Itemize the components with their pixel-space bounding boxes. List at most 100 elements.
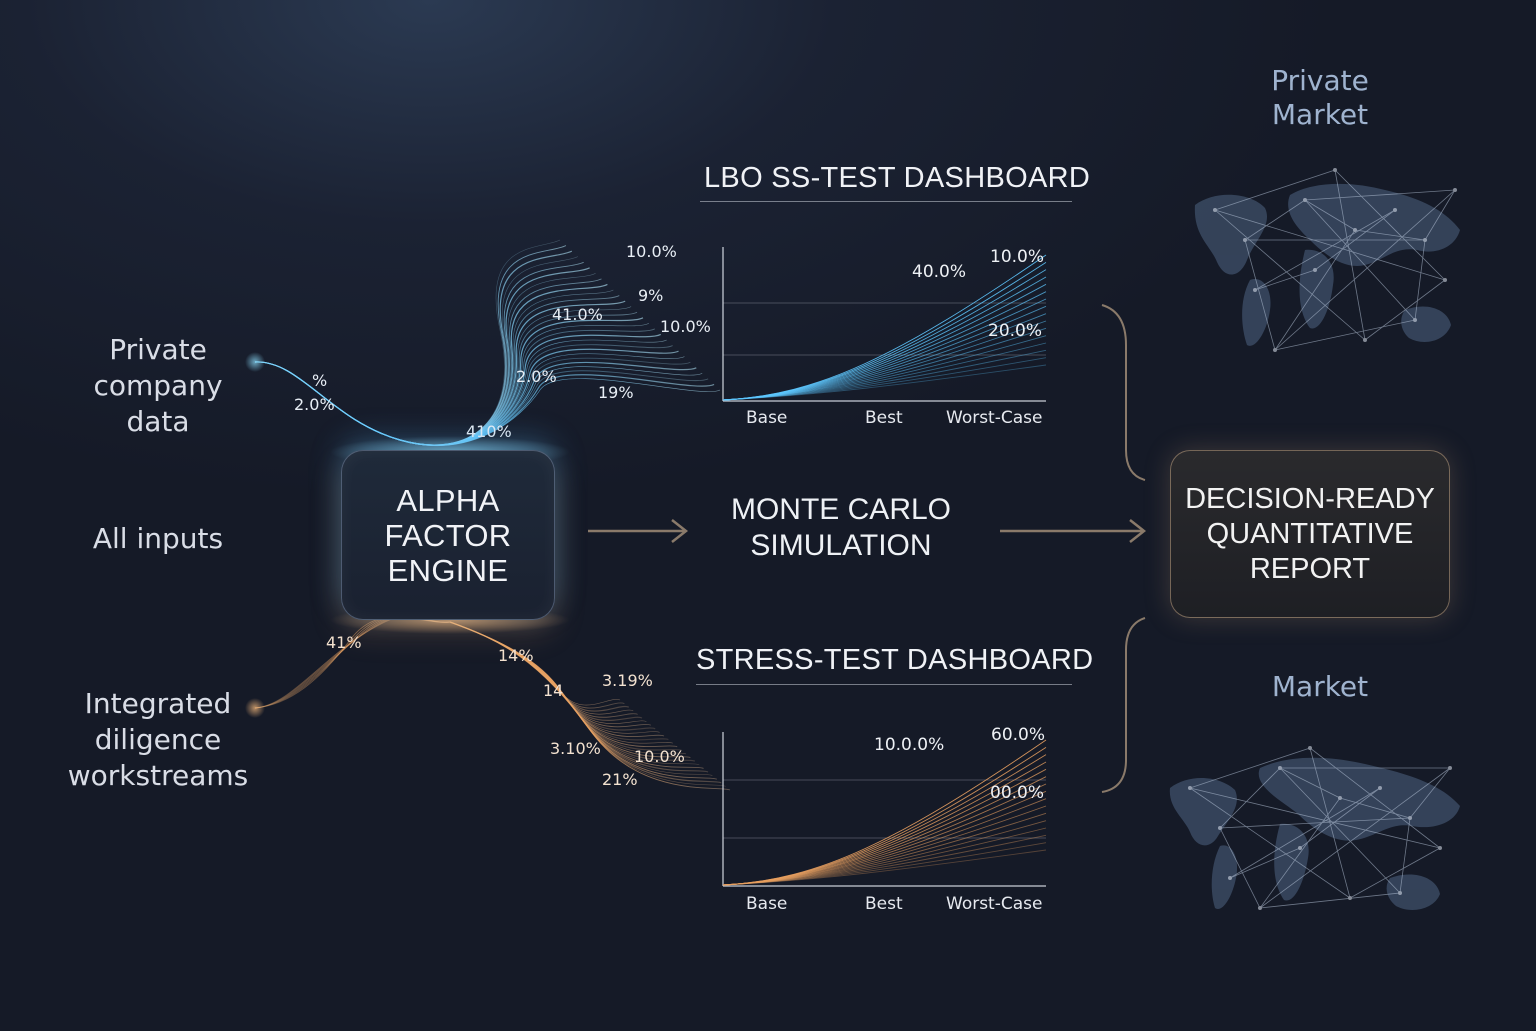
network-node xyxy=(1243,238,1247,242)
network-link xyxy=(1214,209,1366,341)
monte-carlo-simulation-label: MONTE CARLO SIMULATION xyxy=(730,493,952,562)
input-integrated-diligence: Integrated diligence workstreams xyxy=(67,687,249,792)
input-private-company-data: Private company data xyxy=(93,333,223,438)
network-link xyxy=(1259,767,1451,909)
network-link xyxy=(1309,747,1441,849)
network-node xyxy=(1398,891,1402,895)
lbo-title-rule xyxy=(700,201,1072,202)
network-node xyxy=(1353,228,1357,232)
stream-label: 3.19% xyxy=(602,671,653,690)
stream-label: 10.0% xyxy=(634,747,685,766)
trajectory-line xyxy=(722,812,1047,886)
stress-x-label-best: Best xyxy=(865,894,903,914)
network-link xyxy=(1219,817,1411,829)
stream-label: 14% xyxy=(498,646,534,665)
network-node xyxy=(1363,338,1367,342)
blue-fiber xyxy=(254,261,584,446)
stress-annotation: 10.0.0% xyxy=(874,735,944,755)
network-link xyxy=(1299,787,1381,849)
network-link xyxy=(1334,169,1366,341)
trajectory-line xyxy=(722,335,1047,401)
network-node xyxy=(1408,816,1412,820)
network-link xyxy=(1244,199,1306,241)
network-link xyxy=(1214,209,1446,281)
network-node xyxy=(1253,288,1257,292)
trajectory-line xyxy=(722,342,1047,401)
network-node xyxy=(1338,796,1342,800)
trajectory-line xyxy=(722,849,1047,886)
bracket-upper xyxy=(1101,304,1146,481)
network-link xyxy=(1254,269,1316,291)
network-link xyxy=(1304,189,1456,201)
network-link xyxy=(1274,319,1416,351)
network-link xyxy=(1274,189,1456,351)
network-node xyxy=(1188,786,1192,790)
lower-stream-labels: 41% 14% 14 3.19% 3.10% 10.0% 21% xyxy=(326,633,685,789)
network-link xyxy=(1349,847,1441,899)
lbo-annotation: 10.0% xyxy=(990,247,1044,267)
network-link xyxy=(1229,847,1301,879)
stream-label: 2.0% xyxy=(294,395,335,414)
network-link xyxy=(1339,797,1411,819)
stress-title-rule xyxy=(696,684,1072,685)
blue-fiber xyxy=(254,267,590,446)
network-node xyxy=(1298,846,1302,850)
network-node xyxy=(1308,746,1312,750)
orange-fiber xyxy=(449,621,638,718)
network-link xyxy=(1214,169,1336,211)
lbo-x-label-best: Best xyxy=(865,408,903,428)
trajectory-line xyxy=(722,327,1047,401)
stress-annotation: 60.0% xyxy=(991,725,1045,745)
private-market-map-icon xyxy=(1194,168,1460,352)
network-node xyxy=(1303,198,1307,202)
orange-data-stream xyxy=(254,614,731,791)
network-node xyxy=(1218,826,1222,830)
network-link xyxy=(1279,767,1341,799)
network-node xyxy=(1278,766,1282,770)
stream-label: 21% xyxy=(602,770,638,789)
network-node xyxy=(1453,188,1457,192)
network-node xyxy=(1228,876,1232,880)
engine-label: ALPHA FACTOR ENGINE xyxy=(384,482,512,588)
network-link xyxy=(1409,767,1451,819)
market-title: Market xyxy=(1271,670,1369,703)
stream-label: 9% xyxy=(638,286,663,305)
network-link xyxy=(1314,209,1396,271)
trajectory-line xyxy=(722,357,1047,401)
lbo-x-label-base: Base xyxy=(746,408,787,428)
blue-fiber xyxy=(254,256,578,446)
blue-fiber xyxy=(254,361,721,446)
network-link xyxy=(1244,239,1276,351)
network-link xyxy=(1364,279,1446,341)
blue-fiber xyxy=(254,273,596,446)
stream-label: 14 xyxy=(543,681,563,700)
trajectory-line xyxy=(722,283,1047,401)
stream-label: 41.0% xyxy=(552,305,603,324)
blue-fiber xyxy=(254,245,567,446)
bracket-lower xyxy=(1101,617,1146,793)
lbo-x-label-worst-case: Worst-Case xyxy=(946,408,1042,428)
lbo-annotation: 20.0% xyxy=(988,321,1042,341)
orange-fiber xyxy=(449,621,691,759)
network-link xyxy=(1309,747,1351,899)
lbo-dashboard-title: LBO SS-TEST DASHBOARD xyxy=(704,162,1091,194)
network-node xyxy=(1413,318,1417,322)
stream-label: 2.0% xyxy=(516,367,557,386)
orange-fiber xyxy=(449,621,630,712)
orange-fiber xyxy=(449,621,621,706)
stress-dashboard-chart: 10.0.0% 60.0% 00.0% Base Best Worst-Case xyxy=(722,725,1047,914)
stream-label: 10.0% xyxy=(626,242,677,261)
lbo-dashboard-chart: 40.0% 10.0% 20.0% Base Best Worst-Case xyxy=(722,247,1047,428)
network-node xyxy=(1273,348,1277,352)
network-node xyxy=(1333,168,1337,172)
lbo-annotation: 40.0% xyxy=(912,262,966,282)
input-node-glow xyxy=(245,698,265,718)
arrow-simulation-to-report xyxy=(1000,519,1147,543)
market-map-icon xyxy=(1169,746,1460,910)
network-link xyxy=(1304,199,1356,231)
trajectory-line xyxy=(722,827,1047,886)
orange-fiber xyxy=(449,621,634,715)
network-node xyxy=(1443,278,1447,282)
network-link xyxy=(1399,817,1411,894)
lbo-trajectory-lines xyxy=(722,254,1047,401)
